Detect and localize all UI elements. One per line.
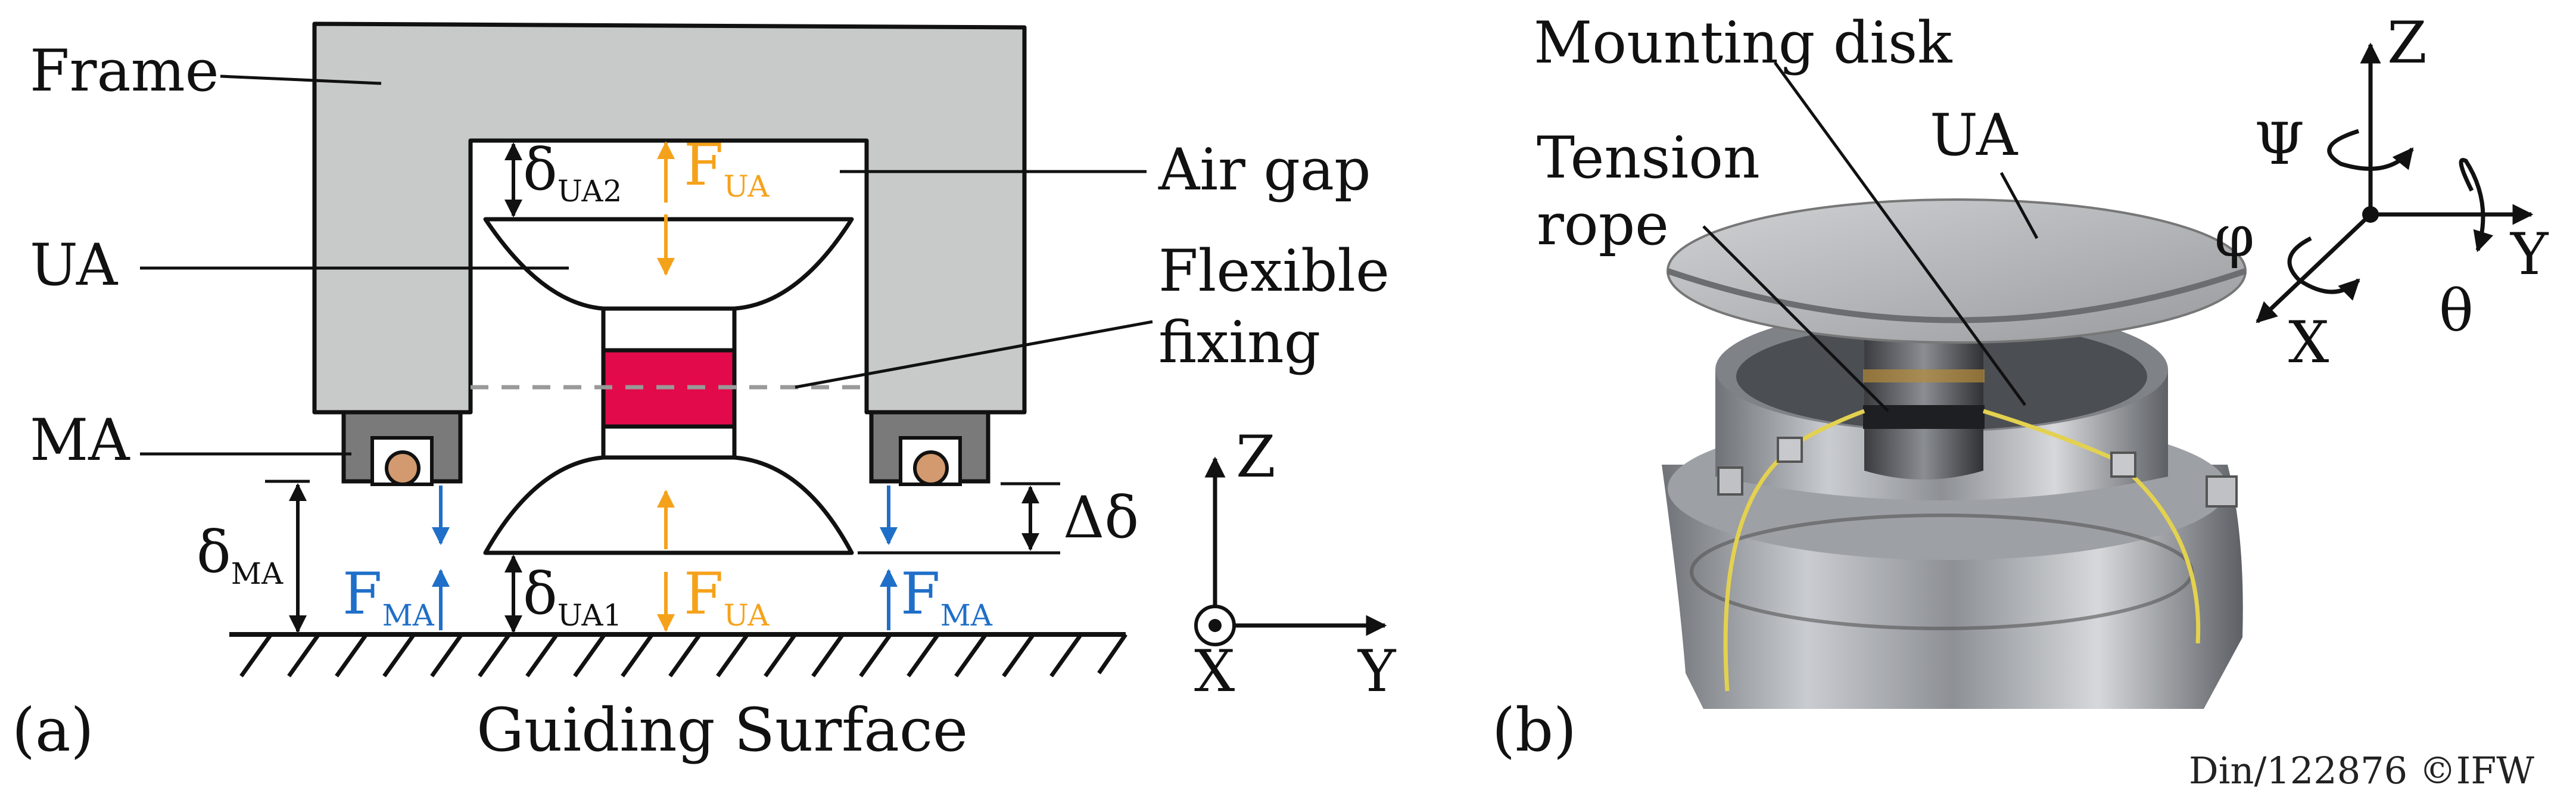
delta-ua1-label: δUA1 — [523, 561, 622, 633]
ma-label: MA — [30, 407, 130, 474]
panel-a-label: (a) — [12, 695, 94, 765]
force-ma-right-label: FMA — [901, 561, 993, 633]
ma-magnet-left — [341, 410, 463, 486]
guiding-surface-label: Guiding Surface — [476, 695, 968, 765]
roller-right — [913, 450, 949, 486]
phi-label: φ — [2214, 203, 2254, 270]
force-ma-left-label: FMA — [342, 561, 435, 633]
leader-lines-a — [140, 74, 1153, 456]
ua-upper-body — [483, 217, 854, 311]
phi-rotation-icon — [2287, 236, 2360, 301]
axis-y-label-a: Y — [1357, 638, 1397, 705]
psi-label: Ψ — [2254, 111, 2304, 178]
delta-ma-label: δMA — [197, 519, 284, 591]
force-ua-upper-label: FUA — [684, 132, 770, 204]
credit-text: Din/122876 ©IFW — [2189, 749, 2534, 792]
ma-force-arrows — [432, 486, 898, 630]
delta-ua2-label: δUA2 — [523, 136, 622, 208]
fixing-label: fixing — [1158, 309, 1320, 376]
ua-lower-body — [483, 455, 854, 555]
theta-label: θ — [2439, 278, 2474, 344]
frame-label: Frame — [30, 38, 219, 104]
panel-b-label: (b) — [1492, 695, 1577, 765]
ua-label: UA — [30, 232, 119, 298]
axis-x-label-a: X — [1194, 638, 1235, 705]
ma-magnet-right — [869, 410, 990, 486]
axis-x-label-b: X — [2288, 309, 2329, 376]
mounting-disk-label: Mounting disk — [1534, 10, 1952, 76]
ua-photo-label: UA — [1930, 102, 2019, 169]
flexible-label: Flexible — [1158, 238, 1390, 304]
axis-z-label-a: Z — [1236, 424, 1276, 490]
axis-z-label-b: Z — [2387, 10, 2427, 76]
rope-label: rope — [1537, 191, 1669, 258]
roller-left — [385, 450, 420, 486]
guiding-surface-hatch — [239, 633, 1127, 678]
panel-b-photo: Mounting disk Tension rope UA Z Y X Ψ φ … — [1492, 10, 2549, 792]
leader-lines-b — [1702, 61, 2039, 412]
coord-system-b — [2256, 42, 2534, 323]
force-ua-lower-label: FUA — [684, 561, 770, 633]
axis-y-label-b: Y — [2509, 221, 2549, 288]
panel-a-schematic: Frame Air gap UA Flexible fixing MA δUA2… — [12, 21, 1397, 765]
psi-rotation-icon — [2327, 129, 2414, 171]
air-gap-label: Air gap — [1158, 136, 1371, 203]
theta-rotation-icon — [2459, 158, 2494, 253]
tension-label: Tension — [1537, 125, 1760, 191]
coord-system-a — [1194, 456, 1387, 646]
delta-delta-label: Δδ — [1063, 484, 1139, 551]
